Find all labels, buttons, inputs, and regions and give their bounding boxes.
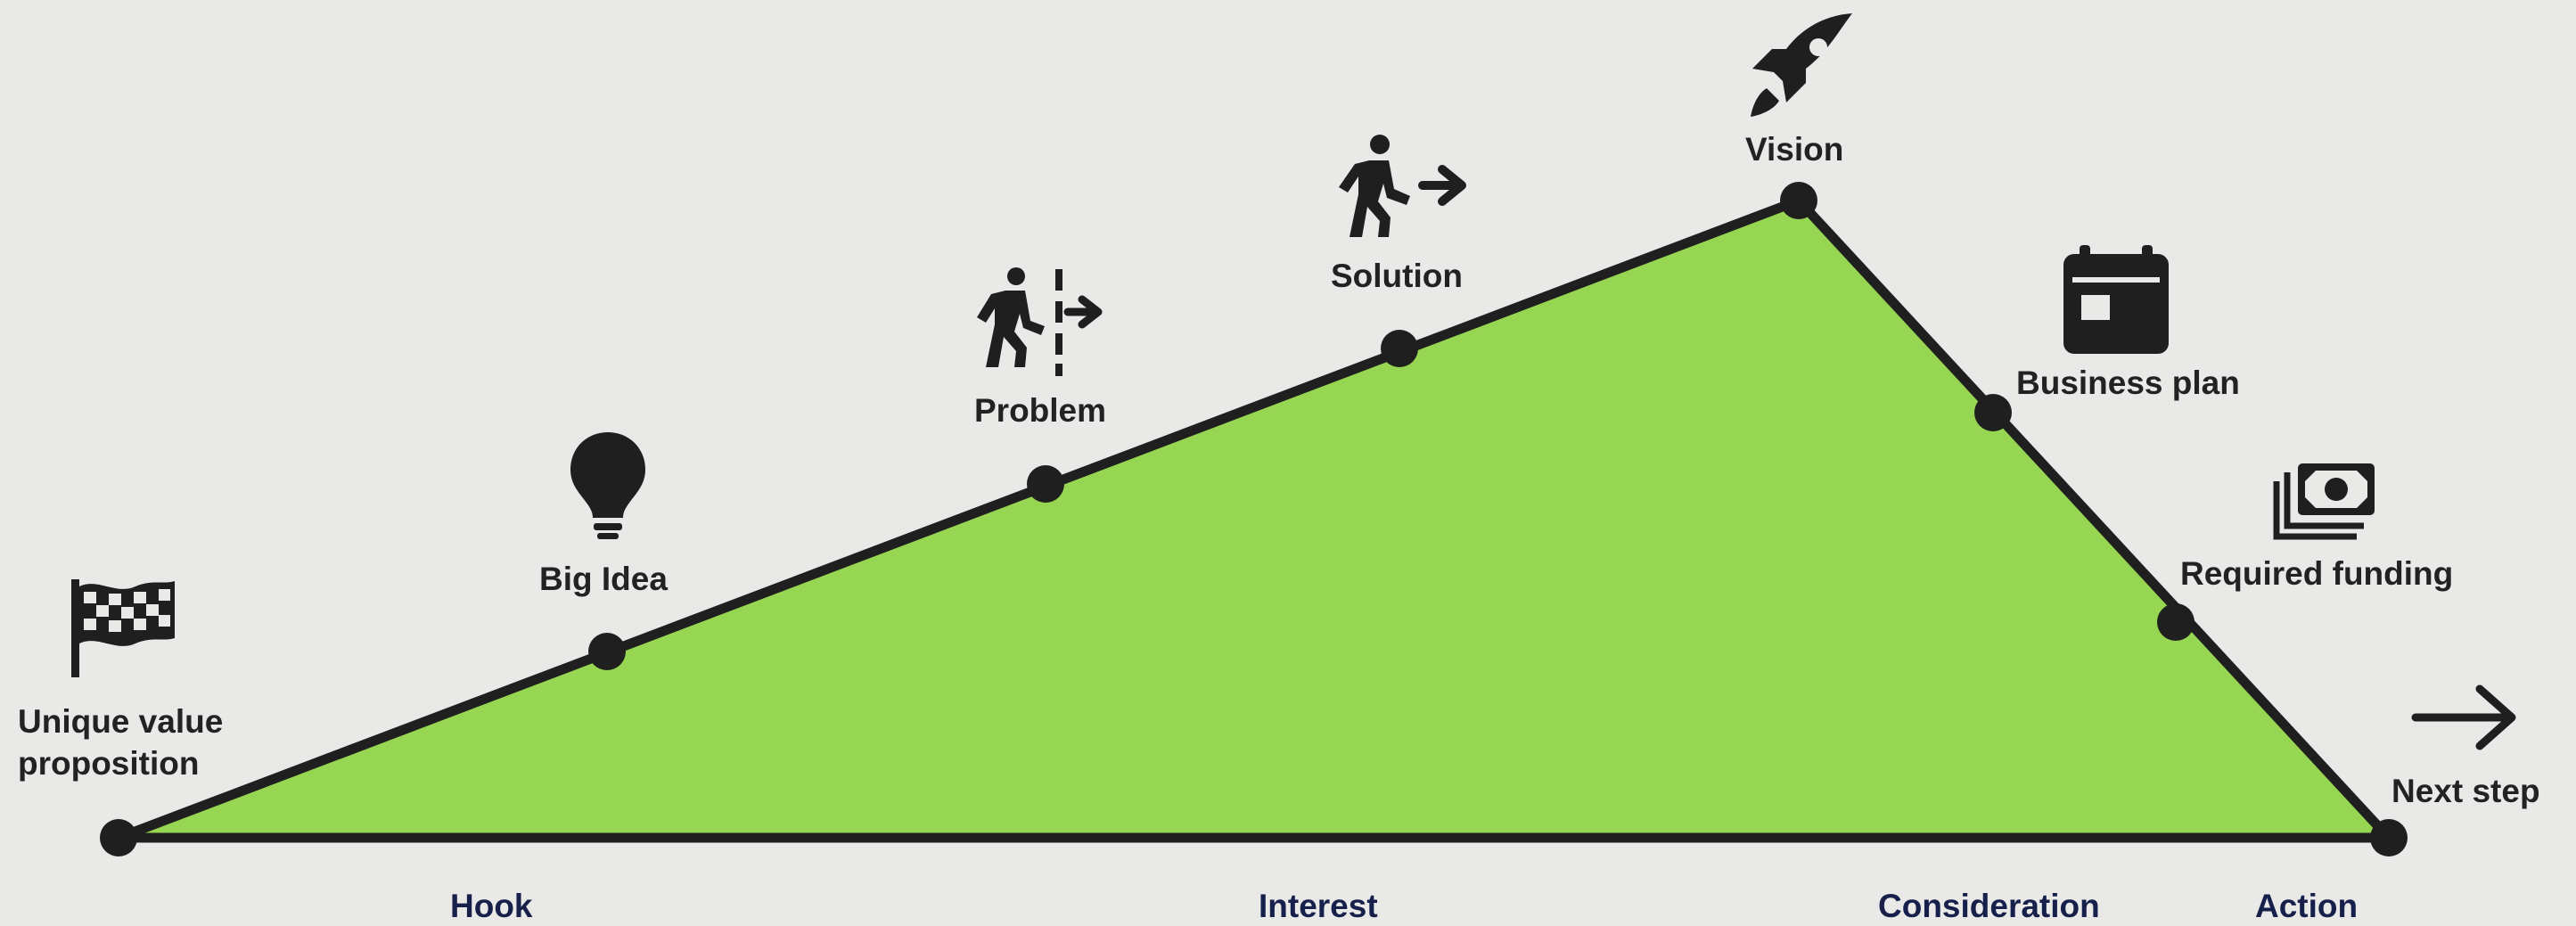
rocket-icon — [1751, 13, 1852, 117]
stage-consideration: Consideration — [1878, 888, 2100, 924]
node-big-idea — [588, 633, 626, 670]
label-business-plan: Business plan — [2016, 365, 2240, 401]
calendar-icon — [2063, 245, 2169, 354]
node-required-funding — [2157, 603, 2195, 641]
label-vision: Vision — [1745, 131, 1843, 168]
label-unique-value-proposition-line2: proposition — [18, 745, 199, 782]
person-walking-arrow-icon — [1339, 135, 1466, 237]
journey-triangle — [113, 195, 2394, 843]
node-next-step — [2370, 819, 2408, 856]
node-unique-value-proposition — [100, 819, 137, 856]
node-business-plan — [1974, 394, 2012, 431]
stage-action: Action — [2255, 888, 2358, 924]
node-problem — [1027, 465, 1064, 503]
label-problem: Problem — [974, 392, 1106, 429]
money-stack-icon — [2273, 463, 2375, 540]
lightbulb-icon — [570, 432, 645, 539]
label-next-step: Next step — [2391, 773, 2540, 809]
stage-hook: Hook — [450, 888, 533, 924]
node-solution — [1381, 330, 1418, 367]
checkered-flag-icon — [71, 579, 175, 677]
label-big-idea: Big Idea — [539, 561, 668, 597]
node-vision — [1780, 182, 1817, 219]
arrow-right-icon — [2411, 684, 2516, 750]
label-unique-value-proposition-line1: Unique value — [18, 703, 223, 740]
person-blocked-icon — [977, 267, 1103, 376]
stage-interest: Interest — [1259, 888, 1378, 924]
label-required-funding: Required funding — [2180, 555, 2453, 592]
label-solution: Solution — [1331, 258, 1463, 294]
